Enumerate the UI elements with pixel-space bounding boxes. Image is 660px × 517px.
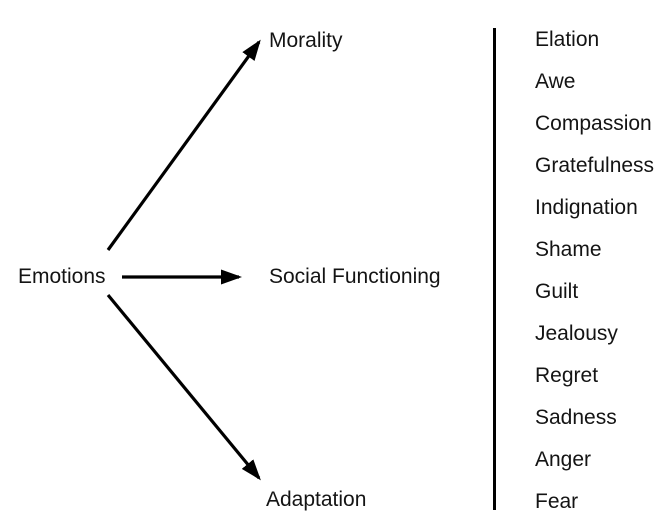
emotion-list-item: Compassion (535, 112, 652, 135)
branch-label-social-functioning: Social Functioning (269, 265, 441, 288)
root-node-emotions: Emotions (18, 265, 106, 288)
arrow-to-morality (106, 39, 261, 251)
emotion-list-item: Anger (535, 448, 592, 471)
emotion-list: Elation Awe Compassion Gratefulness Indi… (535, 19, 654, 517)
arrow-to-adaptation (106, 293, 261, 481)
emotion-list-item: Jealousy (535, 322, 618, 345)
emotion-list-item: Shame (535, 238, 602, 261)
branch-label-morality: Morality (269, 29, 343, 52)
emotion-list-item: Indignation (535, 196, 638, 219)
emotion-list-item: Sadness (535, 406, 617, 429)
emotion-list-item: Regret (535, 364, 599, 387)
divider-line (493, 28, 496, 510)
emotion-list-item: Guilt (535, 280, 579, 303)
emotion-list-item: Fear (535, 490, 579, 513)
branch-label-adaptation: Adaptation (266, 488, 367, 511)
emotion-list-item: Gratefulness (535, 154, 655, 177)
emotion-list-item: Elation (535, 28, 600, 51)
emotion-list-item: Awe (535, 70, 576, 93)
